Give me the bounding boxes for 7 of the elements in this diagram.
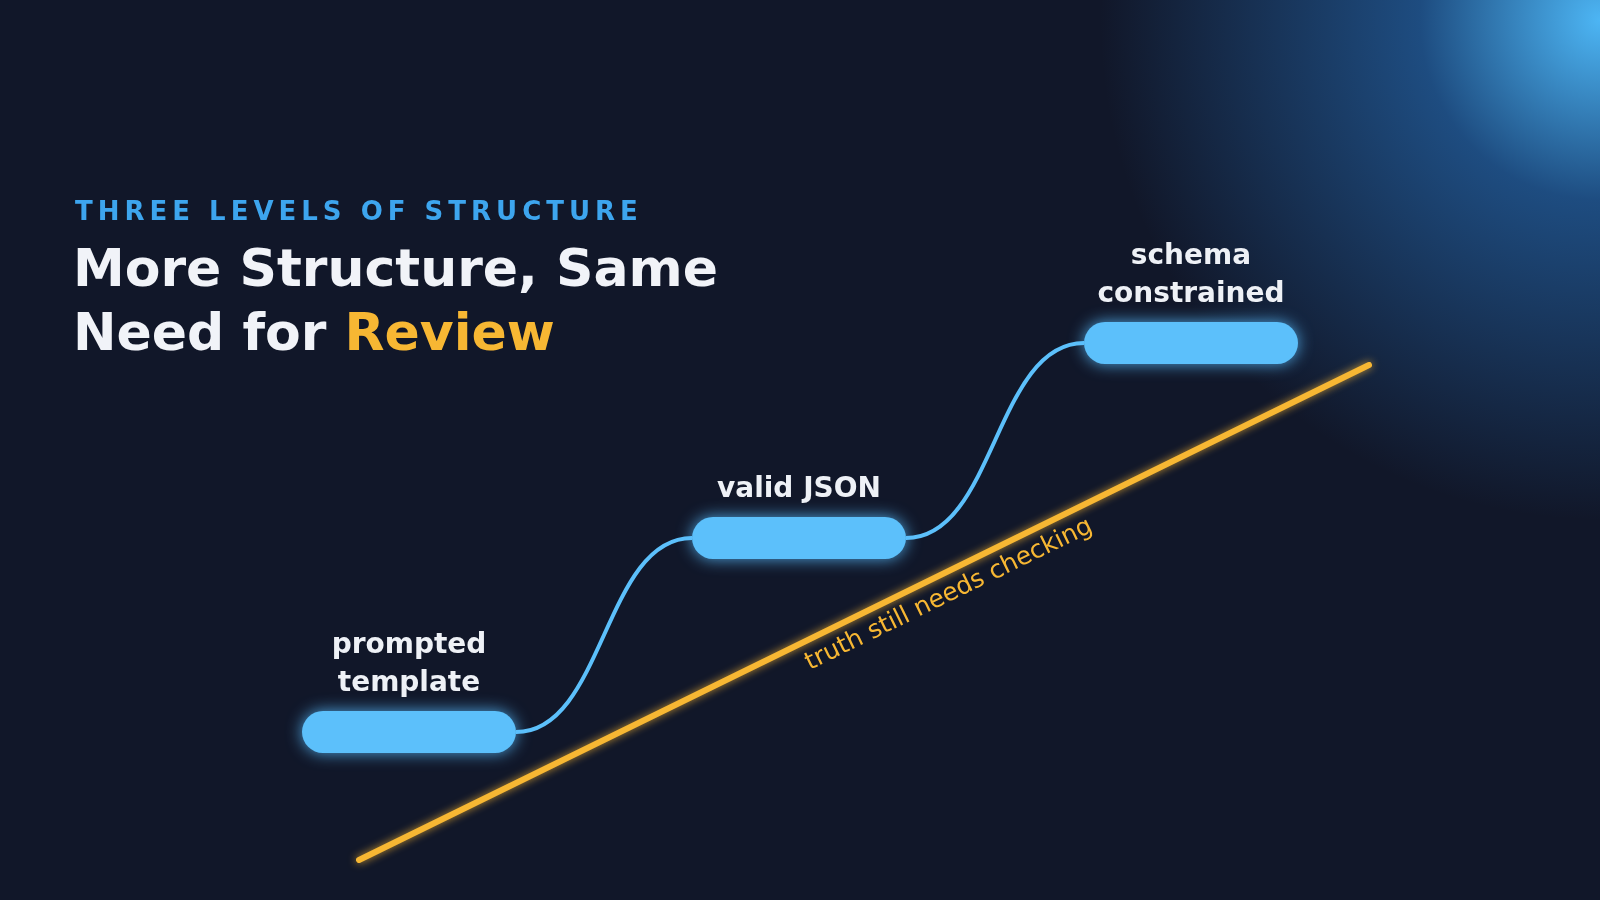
connector-curve xyxy=(515,536,693,734)
level-label: valid JSON xyxy=(716,470,882,506)
level-label: prompted template xyxy=(330,626,488,700)
connector-curve xyxy=(905,341,1085,540)
section-kicker: THREE LEVELS OF STRUCTURE xyxy=(75,196,643,226)
level-label: schema constrained xyxy=(1096,237,1286,311)
title: More Structure, Same Need for Review xyxy=(73,237,719,364)
